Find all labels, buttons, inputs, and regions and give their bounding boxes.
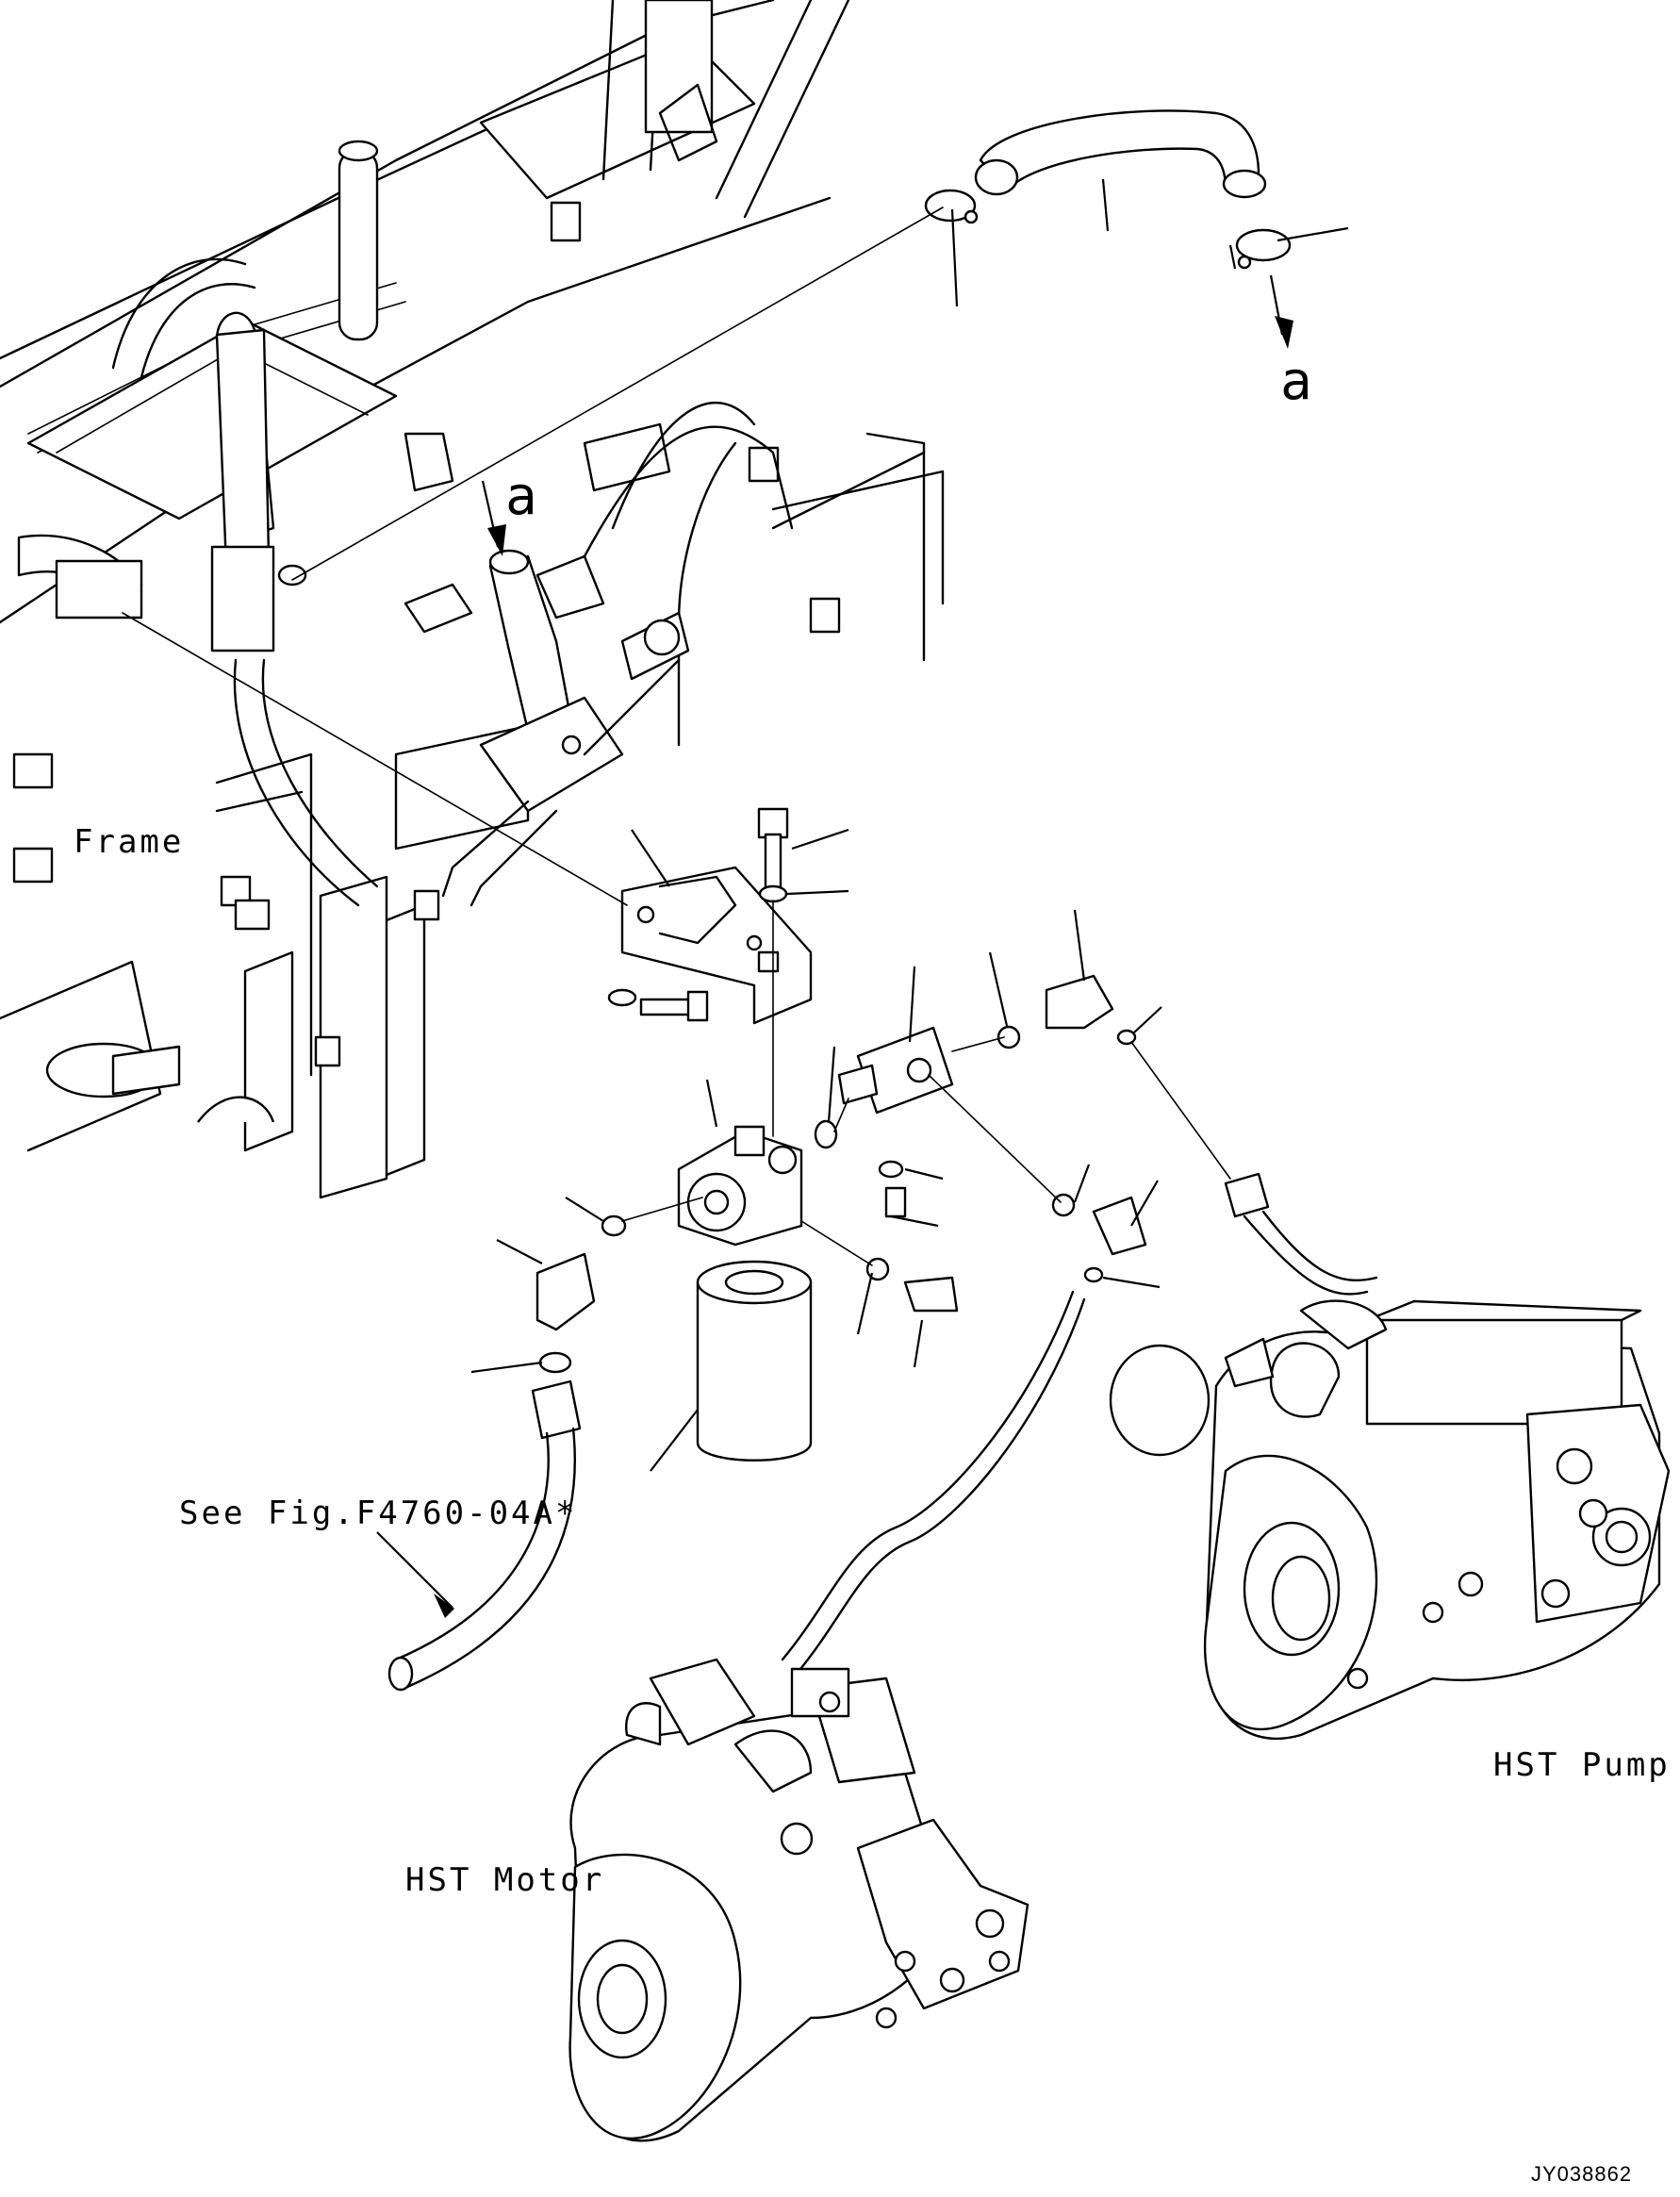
hst-motor xyxy=(568,1658,1029,2142)
pump-feed-hose xyxy=(1224,1172,1378,1296)
hst-pump xyxy=(1109,1299,1671,1741)
see-fig-arrow xyxy=(376,1531,454,1618)
frame-label: Frame xyxy=(74,823,185,861)
part-leader-lines xyxy=(470,178,1349,1472)
drawing-id-label: JY038862 xyxy=(1531,2162,1633,2186)
washer-top xyxy=(758,884,788,903)
upper-hose-assembly xyxy=(924,109,1292,270)
o-rings xyxy=(538,1025,1137,1374)
bolt-top xyxy=(757,807,789,893)
hose-clamp-left xyxy=(924,189,977,223)
hst-pump-label: HST Pump xyxy=(1493,1746,1671,1784)
motor-feed-hose xyxy=(781,1290,1086,1676)
elbow-fittings xyxy=(535,974,1147,1331)
reference-arrow-left xyxy=(481,480,506,556)
see-figure-label: See Fig.F4760-04A* xyxy=(179,1495,578,1532)
reference-arrow-top xyxy=(1269,274,1293,349)
center-valve-cluster xyxy=(404,432,690,907)
hose-clamp-right xyxy=(1235,228,1292,262)
reference-label-a-left: a xyxy=(505,466,537,527)
filter-element xyxy=(696,1260,813,1462)
mounting-bracket xyxy=(620,866,813,1025)
hst-motor-label: HST Motor xyxy=(405,1861,605,1899)
assembly-connection-lines xyxy=(122,206,1231,1266)
bolt-left xyxy=(607,988,709,1022)
reference-label-a-top: a xyxy=(1280,351,1312,412)
tee-block xyxy=(837,1026,954,1115)
vertical-hose xyxy=(210,328,379,907)
frame-structure xyxy=(0,0,945,1199)
return-hose-left xyxy=(387,1379,582,1692)
filter-head xyxy=(677,1125,803,1247)
